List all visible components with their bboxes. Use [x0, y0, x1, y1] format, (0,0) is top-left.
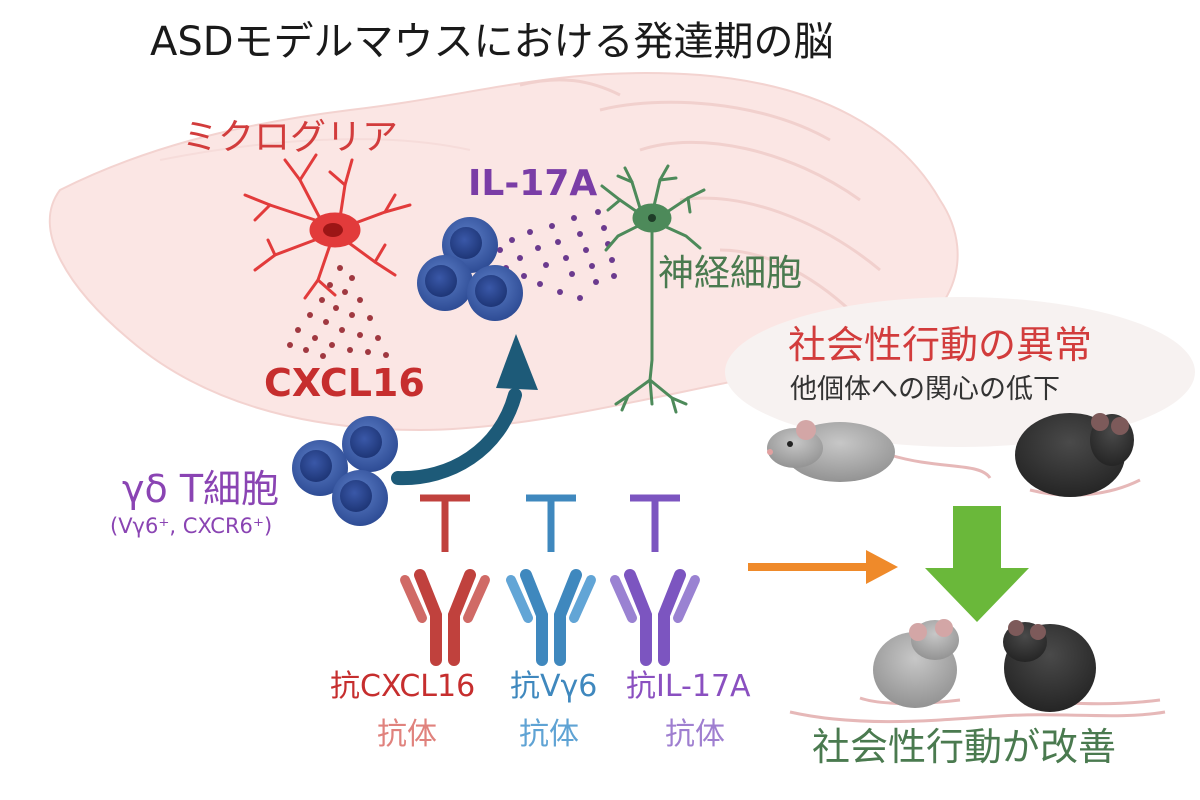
mouse-grey-upper [767, 420, 992, 482]
mouse-grey-lower [859, 619, 961, 708]
microglia-cell [243, 153, 412, 300]
antibody-vg6-label-line2: 抗体 [519, 717, 579, 752]
neuron-label: 神経細胞 [658, 253, 803, 294]
gamma-delta-t-cell-markers: (Vγ6⁺, CXCR6⁺) [110, 514, 273, 538]
social-abnormality-sublabel: 他個体への関心の低下 [790, 374, 1060, 405]
migration-arrow [391, 334, 538, 486]
t-cell-cluster-upper [417, 217, 523, 321]
il17a-label: IL-17A [468, 163, 598, 204]
antibody-vg6-label: 抗Vγ6 [510, 669, 598, 704]
lower-mice-tail [789, 710, 1166, 724]
antibody-cxcl16-label: 抗CXCL16 [330, 669, 476, 704]
antibody-il17a [610, 494, 700, 666]
antibody-vg6 [506, 494, 596, 666]
cxcl16-particles [287, 265, 389, 359]
abnormal-bg [725, 297, 1195, 447]
social-abnormality-label: 社会性行動の異常 [788, 323, 1093, 367]
antibody-cxcl16 [400, 494, 490, 666]
orange-arrow [748, 550, 898, 584]
figure-title: ASDモデルマウスにおける発達期の脳 [150, 19, 834, 65]
microglia-label: ミクログリア [182, 117, 399, 158]
green-arrow [925, 506, 1029, 622]
mouse-dark-upper [1015, 413, 1141, 497]
gamma-delta-t-cell-label: γδ T細胞 [122, 467, 280, 511]
t-cell-cluster-lower [292, 416, 398, 526]
mouse-dark-lower [1003, 620, 1161, 712]
social-improved-label: 社会性行動が改善 [812, 725, 1117, 769]
cxcl16-label: CXCL16 [264, 361, 425, 405]
neuron-cell [600, 164, 706, 414]
antibody-il17a-label: 抗IL-17A [626, 669, 751, 704]
antibody-il17a-label-line2: 抗体 [665, 717, 725, 752]
il17a-particles [497, 209, 617, 301]
antibody-cxcl16-label-line2: 抗体 [377, 717, 437, 752]
